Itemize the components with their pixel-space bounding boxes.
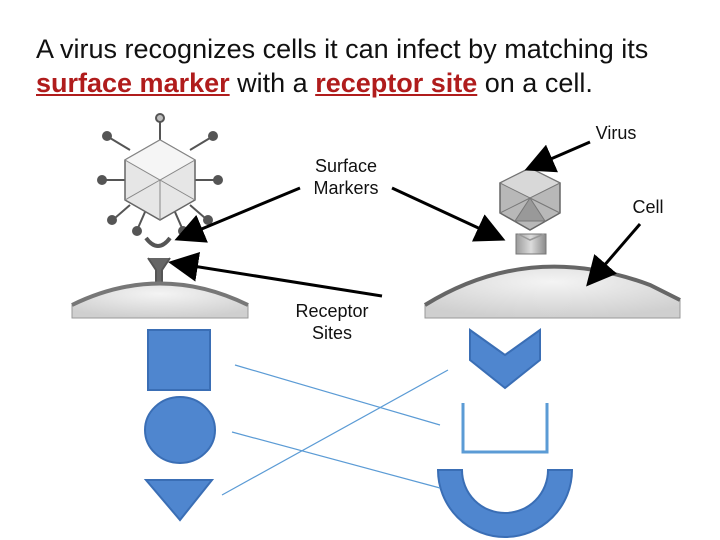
title-part3: on a cell. xyxy=(477,68,593,98)
title-text: A virus recognizes cells it can infect b… xyxy=(36,32,696,100)
receptor-sites-label: Receptor Sites xyxy=(295,301,369,343)
chevron-shape xyxy=(469,328,541,390)
surface-markers-label: Surface Markers xyxy=(313,156,379,198)
half-ring-shape xyxy=(436,469,574,538)
right-virus xyxy=(498,167,562,255)
circle-shape xyxy=(144,396,216,464)
open-rectangle-shape xyxy=(461,403,549,454)
match-lines xyxy=(221,364,449,496)
right-cell xyxy=(423,264,681,319)
square-shape xyxy=(147,329,211,391)
cell-label: Cell xyxy=(632,197,664,217)
receptor-shapes xyxy=(436,328,574,538)
arrow-virus xyxy=(524,140,591,173)
left-cell xyxy=(71,281,249,319)
title-surface-marker: surface marker xyxy=(36,68,230,98)
title-part1: A virus recognizes cells it can infect b… xyxy=(36,34,649,64)
label-arrows xyxy=(168,140,642,298)
arrow-surface-to-left-marker xyxy=(174,186,301,243)
virus-label: Virus xyxy=(595,123,637,143)
title-receptor-site: receptor site xyxy=(315,68,478,98)
arrow-receptor-to-left xyxy=(168,251,383,298)
marker-shapes xyxy=(143,329,216,522)
title-part2: with a xyxy=(229,68,316,98)
arrow-surface-to-right-marker xyxy=(391,186,506,242)
arrow-cell xyxy=(586,223,642,287)
triangle-shape xyxy=(143,479,215,522)
left-virus xyxy=(97,113,223,286)
